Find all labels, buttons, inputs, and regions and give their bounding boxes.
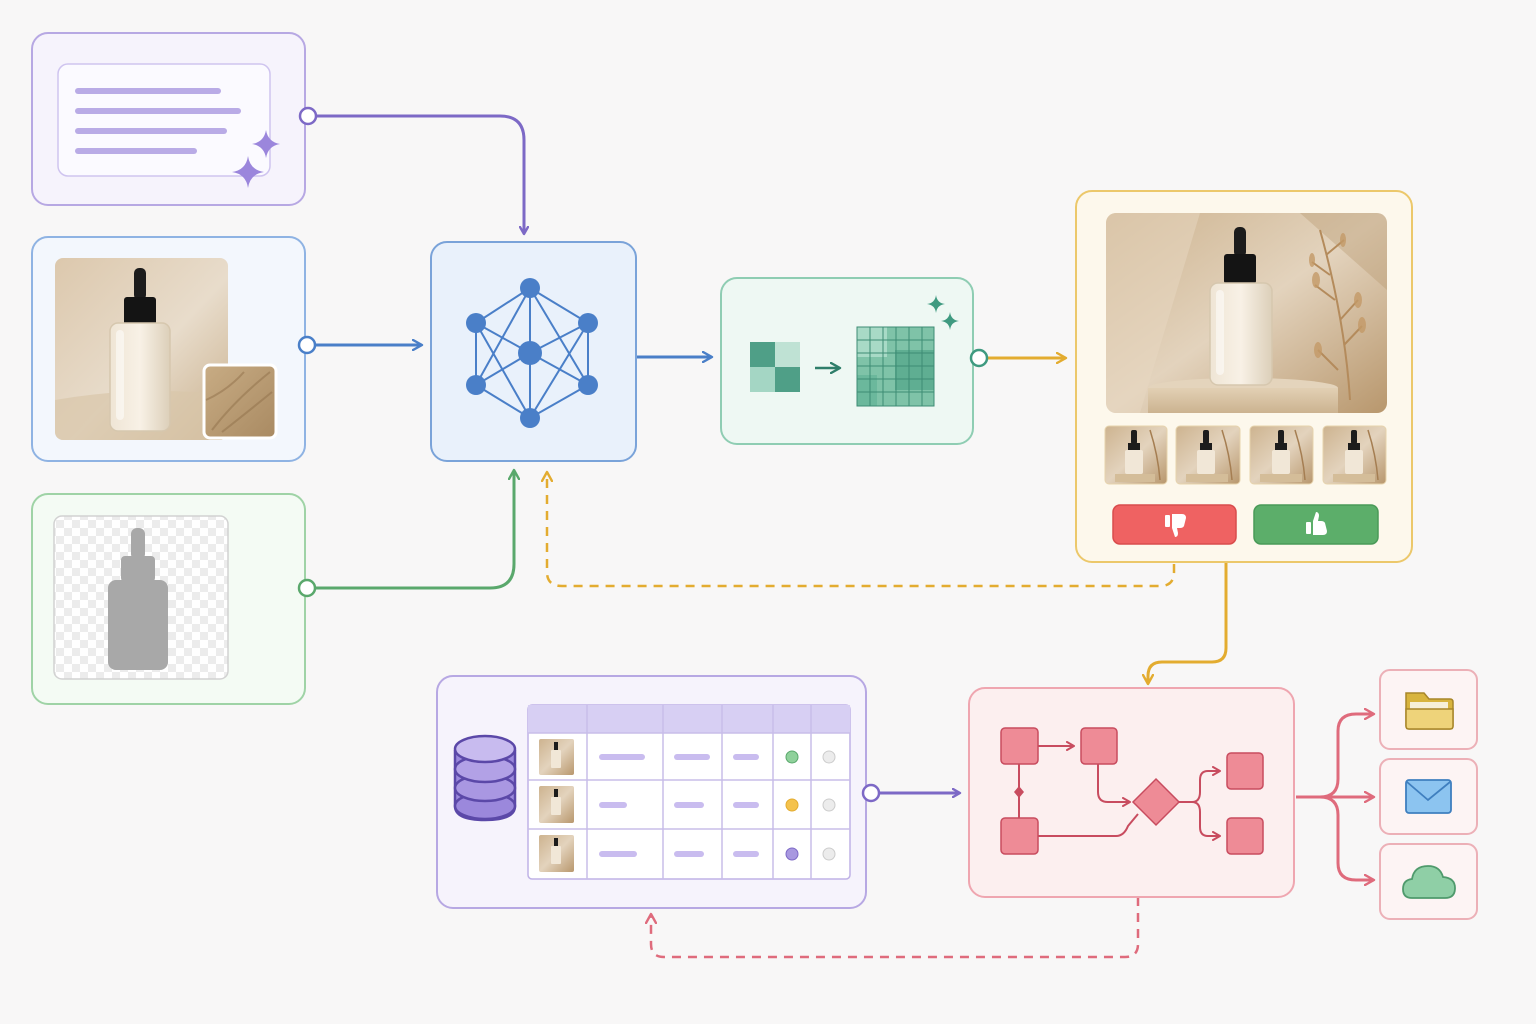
generated-hero-image[interactable] <box>1106 213 1387 418</box>
network-nodes <box>466 278 598 428</box>
low-res-grid-icon <box>750 342 800 392</box>
table-header-row <box>528 705 850 733</box>
variant-thumbnail[interactable] <box>1322 425 1387 485</box>
variant-thumbnail[interactable] <box>1175 425 1241 485</box>
dropper-bottle-icon <box>109 268 171 432</box>
reference-product-photo <box>55 258 228 440</box>
status-dot-empty <box>822 750 836 764</box>
table-row[interactable] <box>539 739 836 775</box>
status-dot-yellow <box>785 798 799 812</box>
connector-workflow-to-folder <box>1296 714 1374 799</box>
neural-network-icon <box>475 287 589 419</box>
table-row[interactable] <box>539 835 836 872</box>
dropper-bottle-icon <box>1209 227 1273 386</box>
automation-workflow-card[interactable] <box>968 687 1295 898</box>
connectors <box>308 114 1374 959</box>
reference-output-port[interactable] <box>297 335 317 355</box>
pedestal <box>1148 388 1338 413</box>
asset-table <box>527 704 851 880</box>
prompt-text-box[interactable] <box>57 63 271 177</box>
status-dot-empty <box>822 798 836 812</box>
flowchart-icon <box>1000 727 1264 855</box>
status-dot-empty <box>822 847 836 861</box>
connector-review-to-workflow <box>1148 563 1228 684</box>
mail-icon <box>1405 779 1452 814</box>
dried-grass-decoration <box>1311 229 1363 401</box>
prompt-output-port[interactable] <box>298 106 318 126</box>
connector-workflow-to-database <box>651 897 1140 959</box>
mask-output-port[interactable] <box>297 578 317 598</box>
connector-mask-to-model <box>308 470 514 590</box>
thumbs-up-icon <box>1306 512 1327 535</box>
bottle-silhouette-mask <box>108 528 168 670</box>
table-row[interactable] <box>539 786 836 823</box>
high-res-grid-icon <box>856 326 935 407</box>
approve-button[interactable] <box>1253 504 1379 545</box>
reference-image-card[interactable] <box>31 236 317 462</box>
text-lines-icon <box>75 88 241 154</box>
connector-workflow-to-cloud <box>1296 795 1374 880</box>
variant-thumbnail[interactable] <box>1104 425 1168 485</box>
sparkle-icon <box>232 130 280 188</box>
asset-database-card[interactable] <box>436 675 881 909</box>
mask-input-card[interactable] <box>31 493 317 705</box>
database-icon <box>453 734 517 822</box>
variant-thumbnail[interactable] <box>1249 425 1314 485</box>
review-panel-card[interactable] <box>1075 190 1413 563</box>
folder-icon <box>1405 692 1454 730</box>
status-dot-green <box>785 750 799 764</box>
status-dot-purple <box>785 847 799 861</box>
connector-prompt-to-model <box>308 114 524 234</box>
destination-folder-card[interactable] <box>1379 669 1478 750</box>
generative-model-card[interactable] <box>430 241 637 462</box>
thumbs-down-icon <box>1165 514 1186 537</box>
cloud-icon <box>1402 865 1456 899</box>
upscaler-output-port[interactable] <box>969 348 989 368</box>
database-output-port[interactable] <box>861 783 881 803</box>
connector-feedback-to-model <box>547 472 1176 588</box>
reject-button[interactable] <box>1112 504 1237 545</box>
sparkle-icon <box>927 295 959 330</box>
variant-thumbnails <box>1104 425 1387 485</box>
upscaler-card[interactable] <box>720 277 989 445</box>
destination-email-card[interactable] <box>1379 758 1478 835</box>
destination-cloud-card[interactable] <box>1379 843 1478 920</box>
prompt-input-card[interactable] <box>31 32 318 206</box>
